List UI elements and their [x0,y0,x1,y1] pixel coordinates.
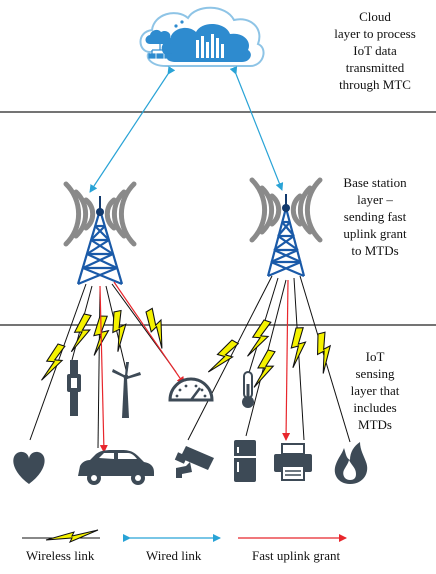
iot-label-line: IoT [365,349,385,364]
base-station-layer-label: Base station layer – sending fast uplink… [320,174,430,259]
tower-left-icon [63,181,137,286]
gauge-icon [168,377,214,402]
iot-layer-label: IoT sensing layer that includes MTDs [320,348,430,433]
iot-label-line: MTDs [358,417,392,432]
cloud-layer-label: Cloud layer to process IoT data transmit… [320,8,430,93]
legend-wireless-symbol [22,529,100,543]
legend-fast-uplink-label: Fast uplink grant [252,548,341,563]
cloud-icon [139,6,265,67]
base-station-label-line: to MTDs [351,243,399,258]
wired-link-right [229,66,284,191]
base-station-label-line: sending fast [343,209,407,224]
cloud-label-line: Cloud [359,9,391,24]
fast-uplink-to-car [99,285,108,453]
iot-label-line: sensing [355,366,395,381]
iot-label-line: includes [353,400,397,415]
car-icon [78,450,154,485]
printer-icon [274,443,312,481]
fast-uplink-to-gauge [113,281,185,385]
tower-right-icon [249,177,323,278]
iot-label-line: layer that [350,383,400,398]
fridge-icon [234,440,256,482]
fast-uplink-to-printer [282,279,291,441]
thermometer-icon [242,371,254,408]
fire-icon [334,442,368,484]
base-station-label-line: Base station [343,175,407,190]
smartwatch-icon [67,360,81,416]
security-camera-icon [174,446,214,478]
wired-link-left [89,65,176,193]
heart-icon [13,451,45,484]
cloud-label-line: through MTC [339,77,411,92]
wind-turbine-icon [112,362,141,418]
cloud-label-line: layer to process [334,26,416,41]
legend-wireless-label: Wireless link [26,548,95,563]
cloud-label-line: transmitted [345,60,405,75]
base-station-label-line: uplink grant [343,226,407,241]
cloud-label-line: IoT data [353,43,397,58]
base-station-label-line: layer – [357,192,393,207]
legend-wired-label: Wired link [146,548,202,563]
